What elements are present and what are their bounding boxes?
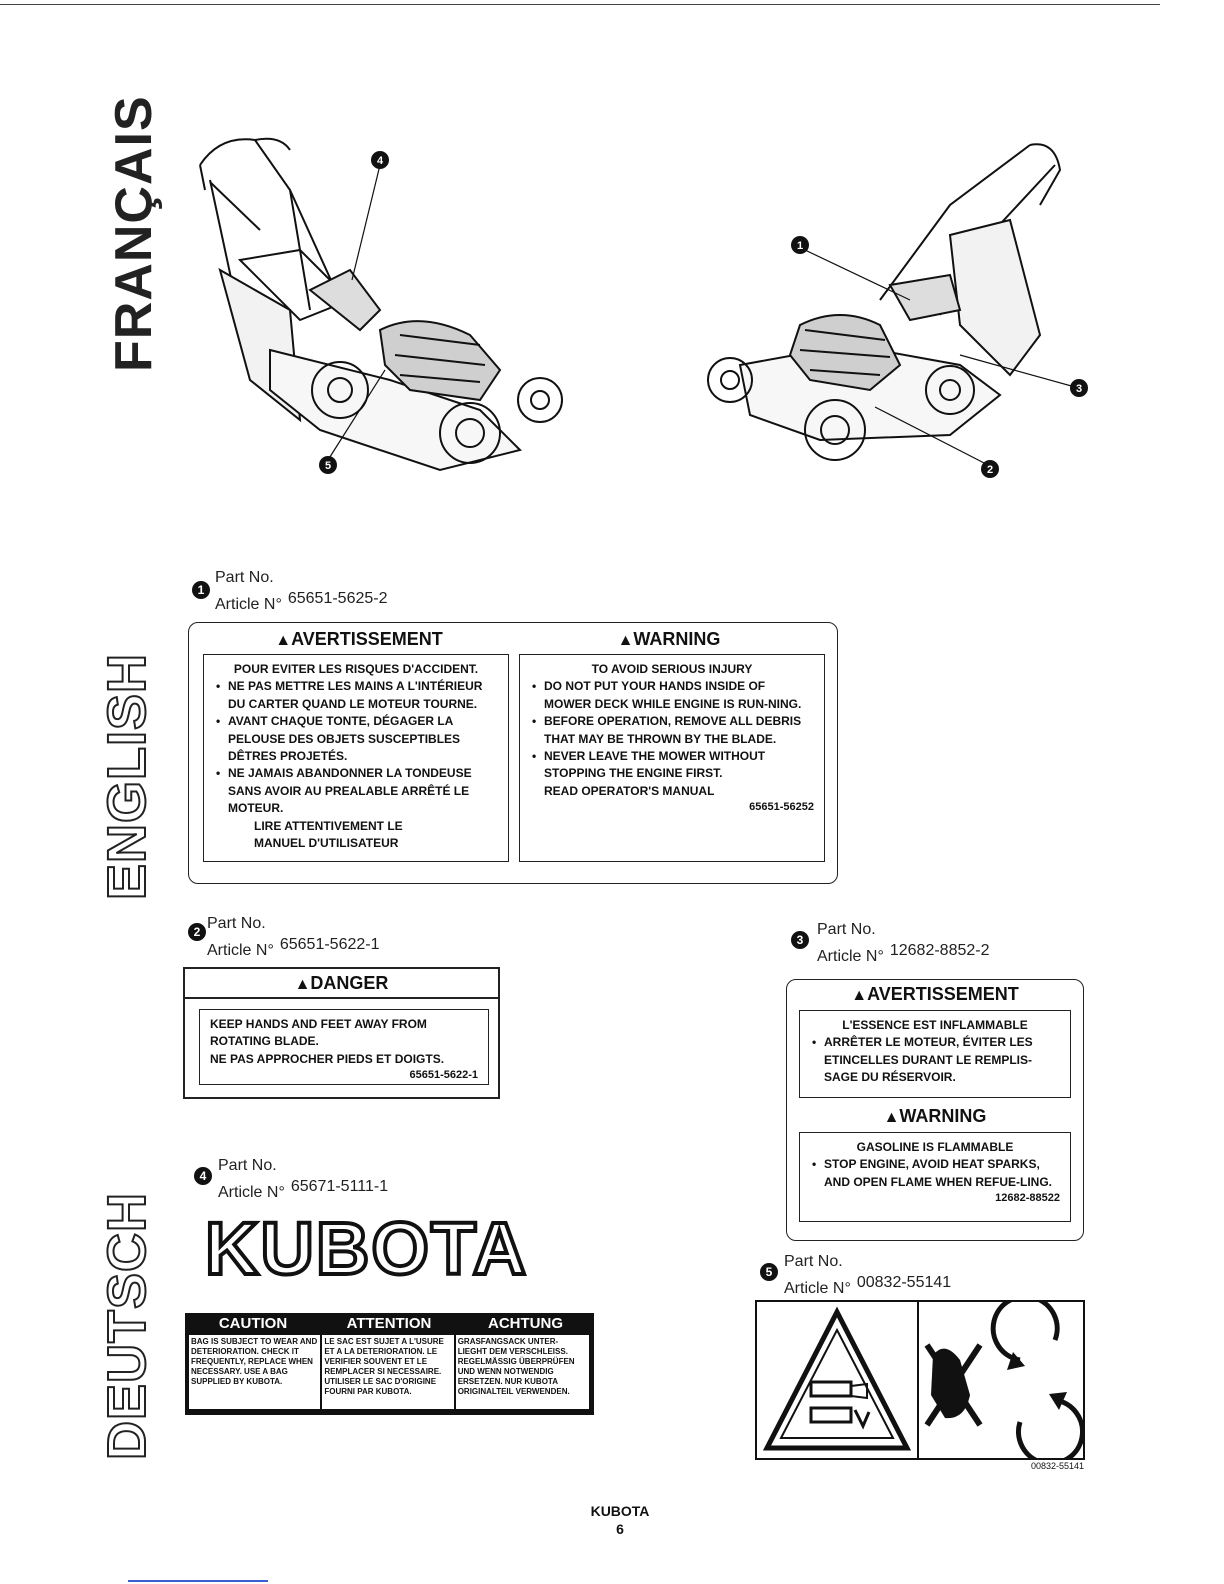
label1-fr-item: NE PAS METTRE LES MAINS A L'INTÉRIEUR DU…: [216, 678, 498, 713]
part-no-text: Part No.: [784, 1253, 843, 1270]
callout-2: 2: [987, 464, 993, 476]
side-tab-english: ENGLISH: [96, 652, 158, 901]
label2-code: 65651-5622-1: [409, 1069, 478, 1082]
label3-en-item: STOP ENGINE, AVOID HEAT SPARKS, AND OPEN…: [812, 1156, 1060, 1191]
label3-decal: ▲AVERTISSEMENT L'ESSENCE EST INFLAMMABLE…: [786, 979, 1084, 1241]
article-no-text: Article N°: [218, 1183, 285, 1201]
label1-en-title: ▲WARNING: [617, 629, 721, 649]
label4-text-fr: LE SAC EST SUJET A L'USURE ET A LA DETER…: [322, 1335, 456, 1409]
label1-badge: 1: [192, 581, 210, 599]
label3-en-title: ▲WARNING: [883, 1106, 987, 1126]
label3-en-intro: GASOLINE IS FLAMMABLE: [856, 1140, 1014, 1154]
label3-part-heading: Part No. Article N° 12682-8852-2: [817, 920, 990, 968]
label2-line: NE PAS APPROCHER PIEDS ET DOIGTS.: [210, 1051, 445, 1066]
label5-badge: 5: [760, 1263, 778, 1281]
callout-3: 3: [1076, 383, 1082, 395]
label2-line: KEEP HANDS AND FEET AWAY FROM: [210, 1017, 427, 1031]
label2-badge: 2: [188, 923, 206, 941]
label1-en-item: DO NOT PUT YOUR HANDS INSIDE OF MOWER DE…: [532, 678, 814, 713]
label1-en-intro: TO AVOID SERIOUS INJURY: [591, 662, 753, 676]
label4-caution-title: CAUTION: [218, 1315, 288, 1332]
label4-text-en: BAG IS SUBJECT TO WEAR AND DETERIORATION…: [189, 1335, 323, 1409]
label1-en-footer: READ OPERATOR'S MANUAL: [544, 783, 715, 798]
label2-text: KEEP HANDS AND FEET AWAY FROM ROTATING B…: [199, 1009, 489, 1085]
label1-fr-item: NE JAMAIS ABANDONNER LA TONDEUSE SANS AV…: [216, 765, 498, 817]
part-no-text: Part No.: [207, 915, 266, 932]
label1-fr-intro: POUR EVITER LES RISQUES D'ACCIDENT.: [233, 662, 479, 676]
side-tab-francais: FRANÇAIS: [105, 95, 163, 372]
label5-pictogram-decal: [755, 1300, 1085, 1460]
footer-brand: KUBOTA: [590, 1503, 650, 1519]
label1-decal: ▲AVERTISSEMENT ▲WARNING POUR EVITER LES …: [188, 622, 838, 884]
article-no-text: Article N°: [817, 947, 884, 965]
no-hands-rotating-blade-icon: [924, 1300, 1085, 1460]
label1-fr-item: AVANT CHAQUE TONTE, DÉGAGER LA PELOUSE D…: [216, 713, 498, 765]
label1-fr-text: POUR EVITER LES RISQUES D'ACCIDENT. NE P…: [203, 654, 509, 862]
callout-4: 4: [377, 155, 384, 167]
article-no-text: Article N°: [207, 941, 274, 959]
label4-bar-titles: CAUTION ATTENTION ACHTUNG: [185, 1315, 594, 1333]
part-no-text: Part No.: [215, 569, 274, 586]
label1-en-item: NEVER LEAVE THE MOWER WITHOUT STOPPING T…: [532, 748, 814, 783]
label2-title: ▲DANGER: [294, 973, 389, 993]
label3-fr-item: ARRÊTER LE MOTEUR, ÉVITER LES ETINCELLES…: [812, 1034, 1060, 1086]
mower-illustration-right: 1 3 2: [707, 143, 1088, 478]
label3-fr-title: ▲AVERTISSEMENT: [851, 984, 1019, 1004]
label3-en-text: GASOLINE IS FLAMMABLE STOP ENGINE, AVOID…: [799, 1132, 1071, 1222]
label4-part-number: 65671-5111-1: [290, 1177, 389, 1195]
label1-part-number: 65651-5625-2: [287, 589, 388, 607]
mower-illustration-left: 4 5: [199, 137, 563, 474]
label4-text-panel: BAG IS SUBJECT TO WEAR AND DETERIORATION…: [189, 1335, 589, 1409]
callout-1: 1: [797, 240, 803, 252]
label2-part-number: 65651-5622-1: [279, 935, 380, 953]
label1-part-heading: Part No. Article N° 65651-5625-2: [215, 568, 388, 616]
article-no-text: Article N°: [784, 1279, 851, 1297]
part-no-text: Part No.: [817, 921, 876, 938]
label4-attention-title: ATTENTION: [346, 1315, 432, 1332]
label2-decal: ▲DANGER KEEP HANDS AND FEET AWAY FROM RO…: [183, 967, 500, 1099]
label2-title-rule: [185, 997, 498, 999]
label3-fr-intro: L'ESSENCE EST INFLAMMABLE: [842, 1018, 1028, 1032]
page-number: 6: [616, 1521, 624, 1537]
warning-triangle-icon: [762, 1306, 912, 1451]
side-tab-deutsch: DEUTSCH: [96, 1191, 158, 1461]
label3-fr-text: L'ESSENCE EST INFLAMMABLE ARRÊTER LE MOT…: [799, 1010, 1071, 1098]
label4-badge: 4: [194, 1167, 212, 1185]
bottom-link-underline: [128, 1580, 268, 1582]
label1-fr-footer: LIRE ATTENTIVEMENT LE MANUEL D'UTILISATE…: [254, 818, 403, 850]
label4-text-de: GRASFANGSACK UNTER-LIEGHT DEM VERSCHLEIS…: [457, 1337, 575, 1396]
article-no-text: Article N°: [215, 595, 282, 613]
label1-en-text: TO AVOID SERIOUS INJURY DO NOT PUT YOUR …: [519, 654, 825, 862]
label1-code: 65651-56252: [749, 801, 814, 814]
label2-part-heading: Part No. Article N° 65651-5622-1: [207, 914, 380, 962]
label5-part-number: 00832-55141: [856, 1273, 952, 1291]
top-rule: [0, 4, 1160, 5]
label3-part-number: 12682-8852-2: [889, 941, 990, 959]
label3-badge: 3: [791, 931, 809, 949]
label5-part-heading: Part No. Article N° 00832-55141: [784, 1252, 951, 1300]
label4-decal: CAUTION ATTENTION ACHTUNG BAG IS SUBJECT…: [185, 1313, 594, 1415]
label1-fr-title: ▲AVERTISSEMENT: [275, 629, 443, 649]
label4-achtung-title: ACHTUNG: [488, 1315, 563, 1332]
label5-code: 00832-55141: [1030, 1461, 1084, 1471]
label4-part-heading: Part No. Article N° 65671-5111-1: [218, 1156, 388, 1204]
label1-en-item: BEFORE OPERATION, REMOVE ALL DEBRIS THAT…: [532, 713, 814, 748]
label3-code: 12682-88522: [995, 1192, 1060, 1205]
kubota-logo: KUBOTA: [203, 1207, 529, 1290]
label2-line: ROTATING BLADE.: [210, 1034, 319, 1049]
part-no-text: Part No.: [218, 1157, 277, 1174]
callout-5: 5: [325, 460, 331, 472]
